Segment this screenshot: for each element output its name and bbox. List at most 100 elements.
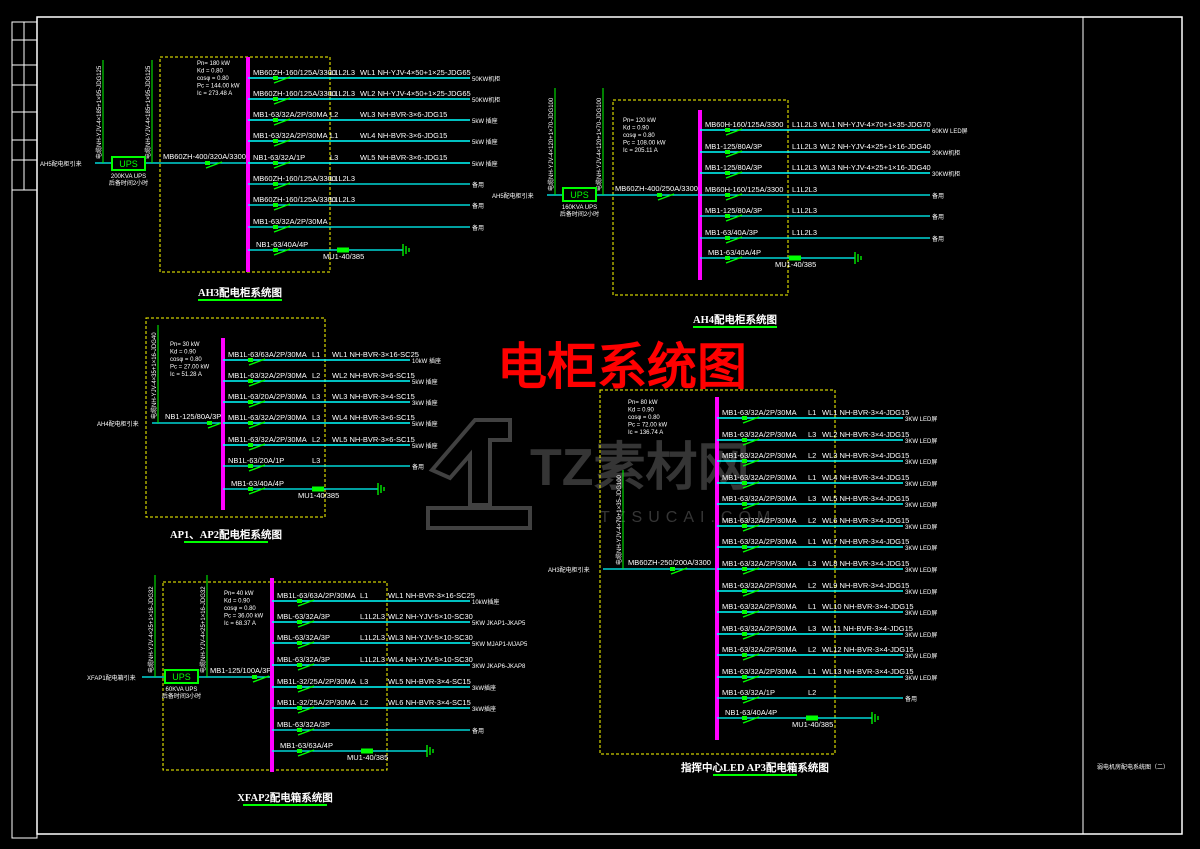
- breaker-label: MB60H-160/125A/3300: [705, 185, 783, 194]
- incoming-cable-label: 电缆NH-YJV-4×185+1×95-JDG125: [144, 65, 152, 159]
- main-breaker-label: NB1-125/80A/3P: [165, 412, 221, 421]
- load-label: 3KW LED屏: [905, 653, 937, 660]
- breaker-switch-icon: [725, 171, 743, 179]
- breaker-label: MB1-63/32A/2P/30MA: [253, 131, 328, 140]
- panel-title: AH4配电柜系统图: [693, 313, 777, 326]
- panel-enclosure: [162, 581, 388, 771]
- breaker-label: MBL-63/32A/3P: [277, 655, 330, 664]
- breaker-label: MB1-63/32A/2P/30MA: [722, 624, 797, 633]
- breaker-switch-icon: [742, 438, 760, 446]
- watermark-url: TZSUCAI.COM: [600, 509, 776, 526]
- breaker-switch-icon: [742, 716, 760, 724]
- breaker-contact-icon: [670, 567, 675, 571]
- source-label: XFAP1配电箱引来: [87, 674, 136, 682]
- load-parameter: cosφ = 0.80: [628, 415, 660, 421]
- phase-label: L2: [808, 688, 816, 697]
- ups-box: [562, 187, 597, 202]
- big-title: 电柜系统图: [497, 339, 747, 395]
- cable-label: WL11 NH-BVR-3×4-JDG15: [822, 624, 913, 633]
- spd-breaker-label: MB1-63/40A/4P: [708, 248, 761, 257]
- load-parameter: Ic = 205.11 A: [623, 148, 658, 154]
- breaker-contact-icon: [297, 685, 302, 689]
- load-parameter: Pc = 27.00 kW: [170, 365, 210, 371]
- cable-label: WL6 NH-BVR-3×4-JDG15: [822, 516, 909, 525]
- breaker-switch-icon: [273, 161, 291, 169]
- breaker-switch-icon: [742, 653, 760, 661]
- load-parameter: Kd = 0.90: [628, 408, 655, 414]
- load-parameter: cosφ = 0.80: [197, 76, 229, 82]
- cable-label: WL2 NH-YJV-5×10-SC30: [388, 612, 473, 621]
- breaker-label: MB60H-160/125A/3300: [705, 120, 783, 129]
- breaker-label: MB1L-63/63A/2P/30MA: [228, 350, 307, 359]
- breaker-contact-icon: [742, 567, 747, 571]
- cable-label: WL3 NH-YJV-5×10-SC30: [388, 633, 473, 642]
- load-parameter: Kd = 0.90: [623, 126, 650, 132]
- breaker-contact-icon: [297, 620, 302, 624]
- breaker-contact-icon: [725, 236, 730, 240]
- breaker-contact-icon: [742, 438, 747, 442]
- incoming-cable-label: 电缆NH-YJV-4×25+1×16-JDG32: [199, 586, 207, 673]
- cable-label: WL1 NH-BVR-3×4-JDG15: [822, 408, 909, 417]
- load-label: 3KW LED屏: [905, 524, 937, 531]
- cable-label: WL5 NH-BVR-3×6-JDG15: [360, 153, 447, 162]
- breaker-label: NB1L-63/20A/1P: [228, 456, 284, 465]
- breaker-contact-icon: [742, 716, 747, 720]
- load-parameter: Pn= 40 kW: [224, 591, 254, 597]
- breaker-switch-icon: [725, 214, 743, 222]
- load-parameter: Pc = 72.00 kW: [628, 423, 668, 429]
- cable-label: WL4 NH-YJV-5×10-SC30: [388, 655, 473, 664]
- cable-label: WL3 NH-YJV-4×25+1×16-JDG40: [820, 163, 931, 172]
- cable-label: WL5 NH-BVR-3×4-JDG15: [822, 494, 909, 503]
- cable-label: WL2 NH-YJV-4×50+1×25-JDG65: [360, 89, 471, 98]
- load-label: 3KW LED屏: [905, 610, 937, 617]
- load-label: 备用: [932, 235, 944, 243]
- breaker-contact-icon: [725, 193, 730, 197]
- load-label: 备用: [412, 463, 424, 471]
- phase-label: L2: [330, 110, 338, 119]
- breaker-contact-icon: [742, 481, 747, 485]
- spd-device-label: MU1-40/385: [347, 753, 388, 762]
- breaker-contact-icon: [297, 599, 302, 603]
- phase-label: L1L2L3: [330, 68, 355, 77]
- breaker-label: MB1-63/32A/1P: [722, 688, 775, 697]
- load-label: 30KW机柜: [932, 170, 960, 178]
- breaker-label: MB1L-63/32A/2P/30MA: [228, 413, 307, 422]
- load-label: 5KW JKAP1-JKAP5: [472, 621, 526, 627]
- phase-label: L1: [808, 408, 816, 417]
- breaker-switch-icon: [297, 728, 315, 736]
- load-parameter: Pn= 30 kW: [170, 342, 200, 348]
- incoming-cable-label: 电缆NH-YJV-4×70+1×35-JDG100: [615, 474, 623, 565]
- breaker-label: MB1-63/32A/2P/30MA: [722, 537, 797, 546]
- breaker-switch-icon: [273, 118, 291, 126]
- ups-rating: 60KVA UPS: [166, 687, 198, 693]
- breaker-switch-icon: [725, 193, 743, 201]
- breaker-contact-icon: [297, 749, 302, 753]
- breaker-label: MB1L-63/32A/2P/30MA: [228, 371, 307, 380]
- surge-protector-icon: [312, 486, 324, 492]
- phase-label: L3: [360, 677, 368, 686]
- breaker-contact-icon: [297, 663, 302, 667]
- cable-label: WL4 NH-BVR-3×4-JDG15: [822, 473, 909, 482]
- load-parameter: Pn= 120 kW: [623, 118, 656, 124]
- breaker-contact-icon: [742, 502, 747, 506]
- main-breaker-label: MB60ZH-400/250A/3300: [615, 184, 698, 193]
- phase-label: L1: [808, 537, 816, 546]
- breaker-contact-icon: [248, 358, 253, 362]
- breaker-contact-icon: [742, 524, 747, 528]
- breaker-label: MB1-63/32A/2P/30MA: [722, 602, 797, 611]
- breaker-contact-icon: [725, 128, 730, 132]
